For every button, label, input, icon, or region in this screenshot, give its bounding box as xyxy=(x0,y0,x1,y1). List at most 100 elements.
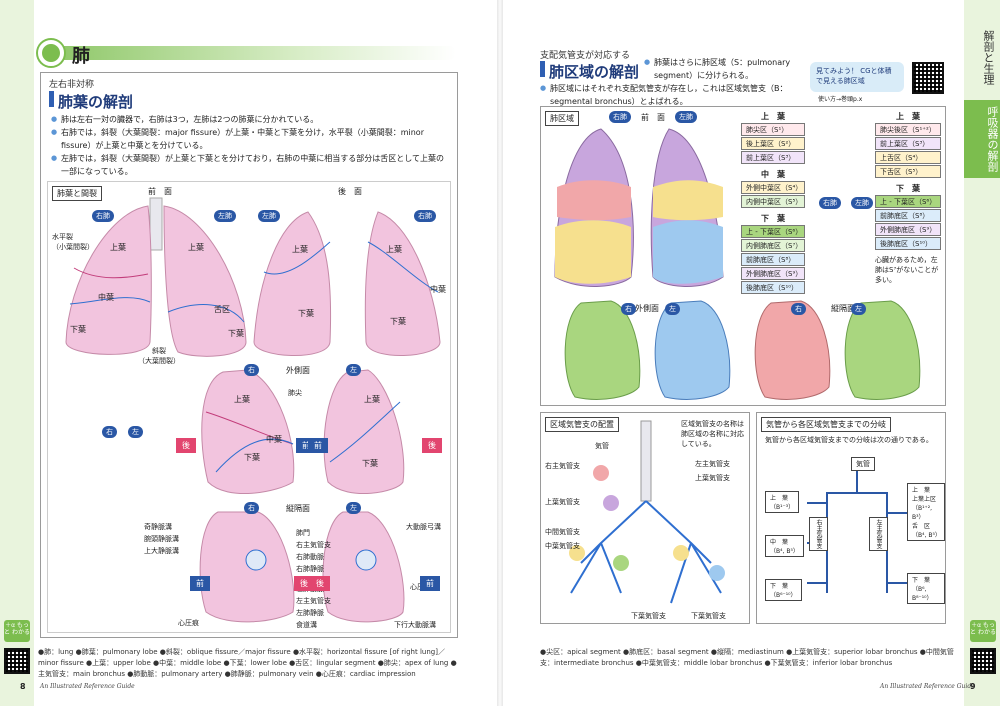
front-label: 前 面 xyxy=(148,187,172,196)
medial-l-tag: 左 xyxy=(346,502,361,514)
branch-desc: 気管から各区域気管支までの分岐は次の通りである。 xyxy=(765,436,933,444)
medial-right-note: 下行大動脈溝 xyxy=(394,621,436,629)
tree-leaf: 上 葉 上葉上区 （B¹⁺², B³） 舌 区 （B⁴, B⁵） xyxy=(907,483,945,541)
lateral-seg-r xyxy=(564,300,641,400)
cg-hint: 使い方→巻頭p.x xyxy=(818,96,863,103)
medial-center-note: 右主気管支 xyxy=(296,541,331,549)
segment-item: 後上葉区（S²） xyxy=(741,137,805,150)
plus-alpha-badge: ＋α もっと わかる xyxy=(4,620,30,642)
bronchi-note: 区域気管支の名称は肺区域の名称に対応している。 xyxy=(681,420,744,448)
left-lung-tag-back: 左肺 xyxy=(258,210,280,222)
segment-item: 外側肺底区（S⁹） xyxy=(875,223,941,236)
hilum-r xyxy=(245,549,267,571)
lateral-r-tag: 右 xyxy=(244,364,259,376)
right-lung-back xyxy=(364,211,441,357)
qr-code-icon[interactable] xyxy=(970,648,996,674)
lateral-middle-r: 中葉 xyxy=(266,435,282,444)
medial-label: 縦隔面 xyxy=(286,504,310,513)
cardiac-impression-label: 心圧痕 xyxy=(178,619,199,627)
medial-seg-l xyxy=(844,300,921,400)
guide-text: An Illustrated Reference Guide xyxy=(40,683,135,690)
left-lung-node: 左肺 xyxy=(851,197,873,209)
segment-item: 下舌区（S⁵） xyxy=(875,165,941,178)
lung-illustrations xyxy=(65,197,441,623)
back-upper-r: 上葉 xyxy=(386,245,402,254)
medial-back-chip: 後 xyxy=(294,576,314,591)
bullet-item: 右肺では，斜裂（大葉間裂：major fissure）が上葉・中葉と下葉を分け，… xyxy=(51,126,451,152)
lateral-fissure-r1 xyxy=(205,411,294,445)
glossary-footer: ●肺：lung ●肺葉：pulmonary lobe ●斜裂：oblique f… xyxy=(38,648,457,678)
left-lung-back xyxy=(253,211,332,357)
side-title: 解剖と生理 xyxy=(982,30,995,85)
book-gutter xyxy=(497,0,503,706)
lingula-label: 舌区 xyxy=(214,305,230,314)
heading-right: 肺区域の解剖 xyxy=(549,63,640,81)
branching-panel: 気管から各区域気管支までの分岐 気管から各区域気管支までの分岐は次の通りである。… xyxy=(756,412,946,624)
oblique-fissure-l xyxy=(167,304,245,323)
bullet-item: 肺区域にはそれぞれ支配気管支が存在し，これは区域気管支（B：segmental … xyxy=(540,82,820,108)
medial-seg-r xyxy=(754,300,831,400)
back-label: 後 面 xyxy=(338,187,362,196)
group-head: 上 葉 xyxy=(761,112,785,121)
bullet-item: 肺葉はさらに肺区域（S：pulmonary segment）に分けられる。 xyxy=(644,56,824,82)
lateral-fissure-l xyxy=(329,401,401,463)
medial-label: 縦隔面 xyxy=(831,304,855,313)
qr-code-icon[interactable] xyxy=(4,648,30,674)
segment-item: 後肺底区（S¹⁰） xyxy=(875,237,941,250)
lateral-l-tag: 左 xyxy=(346,364,361,376)
lower-lobe-l: 下葉 xyxy=(228,329,244,338)
tree-leaf: 下 葉 （B⁶⁻¹⁰） xyxy=(765,579,802,601)
right-lung-medial xyxy=(199,511,295,623)
medial-front-chip: 前 xyxy=(190,576,210,591)
group-head: 中 葉 xyxy=(761,170,785,179)
right-lung-lateral xyxy=(201,369,295,495)
segment-item: 外側中葉区（S⁴） xyxy=(741,181,805,194)
bronchi-label: 上葉気管支 xyxy=(545,498,580,506)
cg-note-text: 見てみよう！ CGと体積で見える肺区域 xyxy=(816,67,892,85)
medial-center-note: 左主気管支 xyxy=(296,597,331,605)
left-segment-list: 上 葉 肺尖後区（S¹⁺²） 前上葉区（S³） 上舌区（S⁴） 下舌区（S⁵） … xyxy=(875,111,941,307)
segment-item: 前上葉区（S³） xyxy=(741,151,805,164)
left-lung-tag: 左肺 xyxy=(214,210,236,222)
segment-item: 外側肺底区（S⁹） xyxy=(741,267,805,280)
group-head: 上 葉 xyxy=(896,112,920,121)
section-header: 肺 xyxy=(34,40,456,68)
right-page: 解剖と生理 呼吸器の解剖 支配気管支が対応する 肺区域の解剖 肺葉はさらに肺区域… xyxy=(500,0,1000,706)
tree-node: 気管 xyxy=(851,457,875,471)
bronchi-label: 右主気管支 xyxy=(545,462,580,470)
kicker: 左右非対称 xyxy=(49,80,95,90)
back-arrow-chip-2: 後 xyxy=(422,438,442,453)
upper-lobe-l: 上葉 xyxy=(188,243,204,252)
medial-front-chip-2: 前 xyxy=(420,576,440,591)
right-segment-list: 上 葉 肺尖区（S¹） 後上葉区（S²） 前上葉区（S³） 中 葉 外側中葉区（… xyxy=(741,111,805,307)
back-lower-l: 下葉 xyxy=(298,309,314,318)
back-upper: 上葉 xyxy=(292,245,308,254)
panel-label: 肺葉と間裂 xyxy=(52,186,102,201)
medial-center-note: 食道溝 xyxy=(296,621,317,629)
tree-node: 左主気管支 xyxy=(869,517,888,551)
medial-center-note: 肺門 xyxy=(296,529,310,537)
medial-right-note: 大動脈弓溝 xyxy=(406,523,441,531)
bullet-item: 左肺では，斜裂（大葉間裂）が上葉と下葉とを分けており，右肺の中葉に相当する部分は… xyxy=(51,152,451,178)
left-edge-strip xyxy=(0,0,34,706)
medial-back-chip-2: 後 xyxy=(310,576,330,591)
qr-code-icon[interactable] xyxy=(912,62,944,94)
bullet-list: 肺は左右一対の臓器で，右肺は3つ，左肺は2つの肺葉に分かれている。 右肺では，斜… xyxy=(51,113,451,178)
bronchi-panel: 区域気管支の配置 区域気管支の名称は肺区域の名称に対応している。 気管 右主気管… xyxy=(540,412,750,624)
tree-node: 右主気管支 xyxy=(809,517,828,551)
cg-note-bubble: 見てみよう！ CGと体積で見える肺区域 xyxy=(810,62,904,92)
section-title: 肺 xyxy=(72,46,90,67)
lobe-figure-panel: 肺葉と間裂 前 面 後 面 xyxy=(47,181,451,633)
lobe-content-box: 左右非対称 肺葉の解剖 肺は左右一対の臓器で，右肺は3つ，左肺は2つの肺葉に分か… xyxy=(40,72,458,638)
heading: 肺葉の解剖 xyxy=(58,93,134,111)
segment-item: 肺尖後区（S¹⁺²） xyxy=(875,123,941,136)
lateral-label: 外側面 xyxy=(286,366,310,375)
bronchi-label: 中間気管支 xyxy=(545,528,580,536)
bullet-item: 肺は左右一対の臓器で，右肺は3つ，左肺は2つの肺葉に分かれている。 xyxy=(51,113,451,126)
seg-lower-r xyxy=(555,220,631,284)
person-l-tag: 左 xyxy=(128,426,143,438)
front-arrow-chip-2: 前 xyxy=(308,438,328,453)
segment-item: 後肺底区（S¹⁰） xyxy=(741,281,805,294)
medial-left-note: 奇静脈溝 xyxy=(144,523,172,531)
